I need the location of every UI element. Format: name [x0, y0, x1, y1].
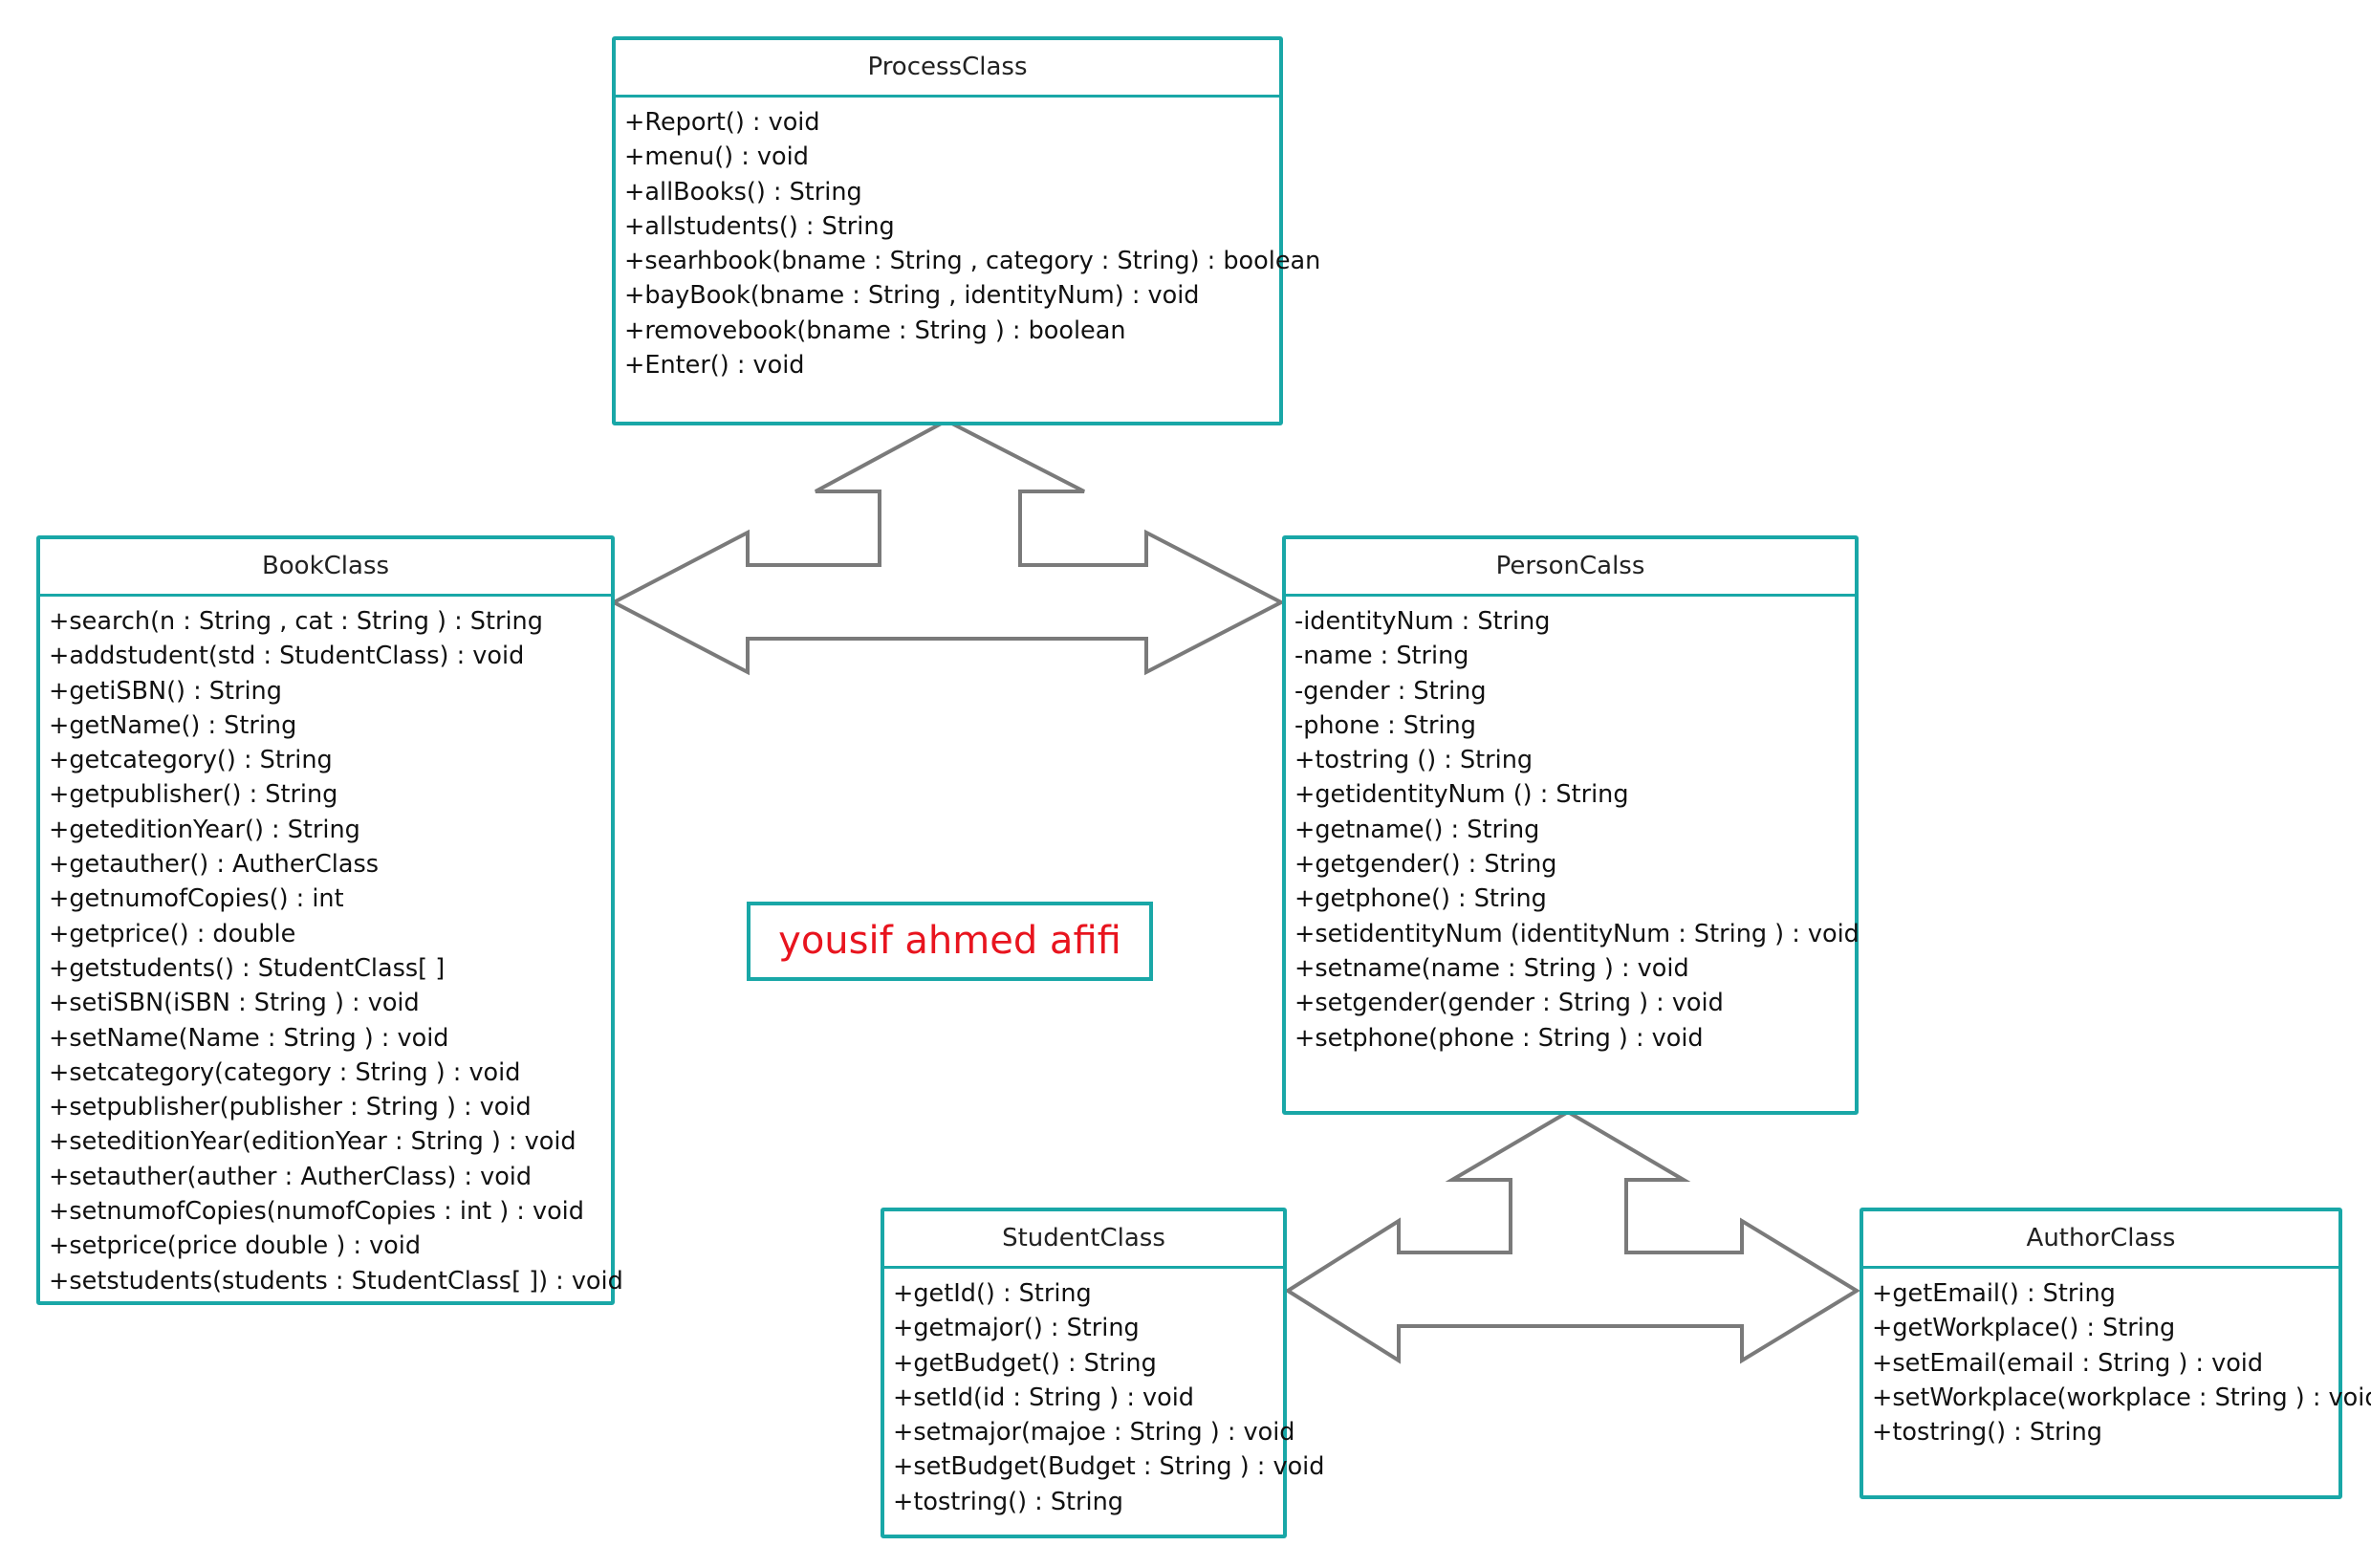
class-member: +setgender(gender : String ) : void	[1294, 989, 1724, 1018]
class-member: +getnumofCopies() : int	[49, 884, 344, 914]
class-member: +removebook(bname : String ) : boolean	[624, 316, 1126, 345]
class-member: +setpublisher(publisher : String ) : voi…	[49, 1093, 532, 1122]
class-member: +getEmail() : String	[1872, 1279, 2116, 1308]
class-member: +setidentityNum (identityNum : String ) …	[1294, 919, 1860, 948]
class-member: +setauther(auther : AutherClass) : void	[49, 1162, 533, 1191]
class-member: +setName(Name : String ) : void	[49, 1023, 449, 1053]
class-members-authorclass: +getEmail() : String +getWorkplace() : St…	[1863, 1269, 2371, 1449]
class-member: +getphone() : String	[1294, 884, 1547, 914]
class-member: +setiSBN(iSBN : String ) : void	[49, 989, 420, 1018]
class-member: +tostring () : String	[1294, 746, 1534, 775]
class-member: +getName() : String	[49, 710, 297, 740]
class-members-studentclass: +getId() : String +getmajor() : String +ge…	[884, 1269, 1325, 1519]
class-box-studentclass[interactable]: StudentClass +getId() : String +getmajor(…	[881, 1208, 1325, 1538]
class-member: +searhbook(bname : String , category : S…	[624, 247, 1321, 276]
three-way-arrow-lower	[1284, 1109, 1860, 1364]
class-member: +setBudget(Budget : String ) : void	[893, 1452, 1325, 1482]
class-member: +search(n : String , cat : String ) : St…	[49, 607, 543, 636]
class-member: +menu() : void	[624, 142, 809, 172]
class-member: +tostring() : String	[893, 1487, 1123, 1516]
class-member: +getauther() : AutherClass	[49, 850, 380, 880]
class-member: +setcategory(category : String ) : void	[49, 1057, 521, 1087]
class-members-processclass: +Report() : void +menu() : void +allBooks(…	[616, 98, 1321, 382]
class-member: +getId() : String	[893, 1279, 1092, 1308]
author-name-label[interactable]: yousif ahmed afifi	[747, 902, 1153, 981]
class-member: +getname() : String	[1294, 815, 1540, 844]
class-member: +addstudent(std : StudentClass) : void	[49, 642, 525, 671]
class-members-bookclass: +search(n : String , cat : String ) : St…	[40, 597, 623, 1298]
class-member: +Enter() : void	[624, 351, 805, 381]
three-way-arrow-upper	[609, 418, 1286, 676]
class-member: +allstudents() : String	[624, 211, 895, 241]
class-member: +getidentityNum () : String	[1294, 780, 1629, 810]
class-member: +getBudget() : String	[893, 1348, 1157, 1378]
class-members-personcalss: -identityNum : String -name : String -gend…	[1286, 597, 1860, 1056]
class-box-processclass[interactable]: ProcessClass +Report() : void +menu() : v…	[612, 36, 1321, 425]
class-member: +seteditionYear(editionYear : String ) :…	[49, 1127, 576, 1157]
class-member: +bayBook(bname : String , identityNum) :…	[624, 281, 1200, 311]
class-member: +getprice() : double	[49, 919, 296, 948]
class-member: -name : String	[1294, 642, 1469, 671]
class-box-bookclass[interactable]: BookClass +search(n : String , cat : Str…	[36, 535, 623, 1305]
class-member: +setstudents(students : StudentClass[ ])…	[49, 1266, 623, 1296]
class-member: -gender : String	[1294, 676, 1487, 706]
class-member: +getcategory() : String	[49, 746, 333, 775]
class-member: +getWorkplace() : String	[1872, 1314, 2176, 1343]
class-member: +getstudents() : StudentClass[ ]	[49, 953, 446, 983]
class-member: +getiSBN() : String	[49, 676, 282, 706]
class-member: +Report() : void	[624, 108, 820, 137]
class-box-authorclass[interactable]: AuthorClass +getEmail() : String +getWork…	[1860, 1208, 2371, 1499]
class-box-personcalss[interactable]: PersonCalss -identityNum : String -name :…	[1282, 535, 1860, 1115]
class-member: +setnumofCopies(numofCopies : int ) : vo…	[49, 1197, 584, 1227]
class-member: +setprice(price double ) : void	[49, 1231, 422, 1261]
class-member: +setmajor(majoe : String ) : void	[893, 1418, 1295, 1448]
class-title-studentclass: StudentClass	[884, 1211, 1283, 1269]
class-member: +setWorkplace(workplace : String ) : voi…	[1872, 1383, 2371, 1412]
class-member: +setname(name : String ) : void	[1294, 953, 1689, 983]
class-member: -phone : String	[1294, 710, 1476, 740]
class-member: +setEmail(email : String ) : void	[1872, 1348, 2264, 1378]
class-member: +getgender() : String	[1294, 850, 1557, 880]
class-title-authorclass: AuthorClass	[1863, 1211, 2338, 1269]
class-member: +tostring() : String	[1872, 1418, 2102, 1448]
class-title-personcalss: PersonCalss	[1286, 539, 1855, 597]
class-member: +allBooks() : String	[624, 177, 862, 207]
class-member: +setId(id : String ) : void	[893, 1383, 1194, 1412]
class-title-processclass: ProcessClass	[616, 40, 1279, 98]
class-member: +setphone(phone : String ) : void	[1294, 1023, 1704, 1053]
class-title-bookclass: BookClass	[40, 539, 611, 597]
class-member: +geteditionYear() : String	[49, 815, 360, 844]
class-member: -identityNum : String	[1294, 607, 1551, 636]
class-member: +getmajor() : String	[893, 1314, 1140, 1343]
class-member: +getpublisher() : String	[49, 780, 338, 810]
